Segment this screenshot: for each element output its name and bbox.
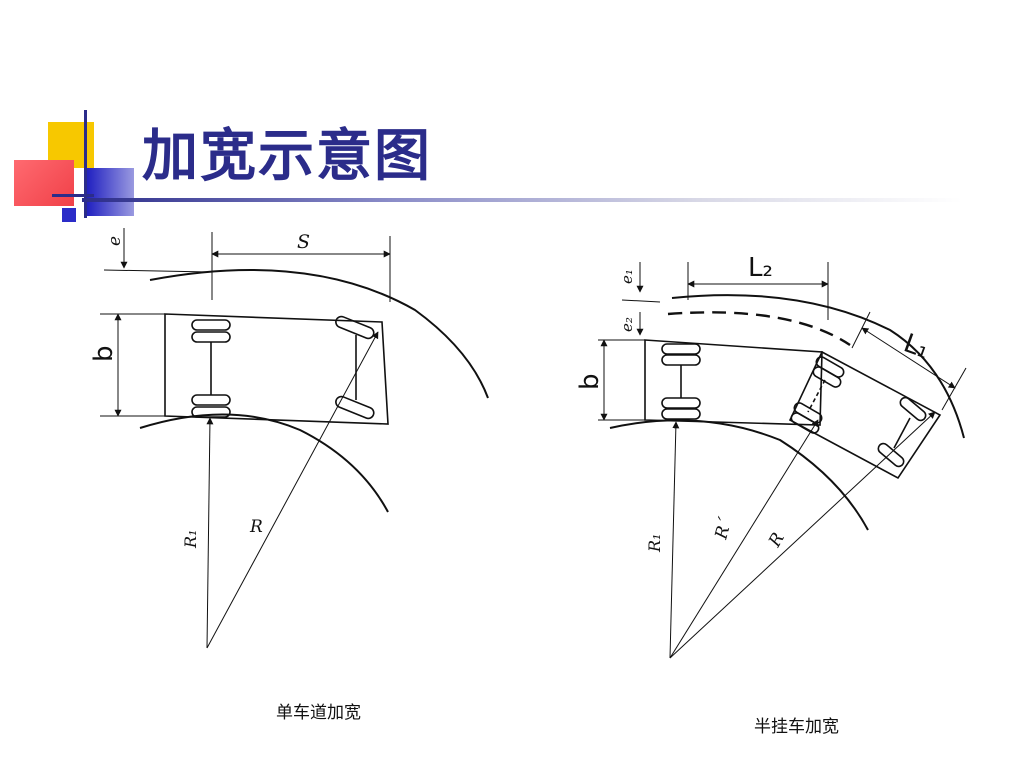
label-r-prime: R´ (711, 515, 736, 542)
left-figure (100, 228, 489, 649)
left-radius-r1 (206, 417, 214, 649)
slide-title: 加宽示意图 (142, 124, 432, 189)
left-radius-r (206, 331, 379, 649)
right-inner-road-edge (609, 419, 869, 531)
label-s: S (297, 231, 310, 253)
vertical-line-decoration (84, 110, 87, 218)
label-r-right: R (765, 529, 789, 551)
left-outer-road-edge (149, 269, 489, 399)
label-e1: e₁ (618, 269, 636, 284)
blue-small-square-decoration (62, 208, 76, 222)
right-radius-r1 (669, 421, 680, 659)
label-b-left: b (89, 345, 119, 362)
label-r1-right: R₁ (645, 534, 664, 553)
red-square-decoration (14, 160, 74, 206)
right-dashed-path (667, 311, 851, 346)
label-b-right: b (575, 373, 605, 390)
horizontal-line-decoration (52, 194, 94, 197)
left-inner-road-edge (139, 413, 389, 513)
label-e2: e₂ (618, 317, 636, 332)
left-rear-wheel-top (191, 319, 231, 331)
left-vehicle-body (164, 313, 389, 425)
right-figure (598, 262, 967, 659)
left-rear-wheel-bottom (191, 394, 231, 406)
label-r-left: R (249, 517, 263, 537)
label-l1: L₁ (900, 328, 934, 365)
blue-square-decoration (86, 168, 134, 216)
left-front-wheel-bottom (335, 395, 375, 420)
label-r1-left: R₁ (181, 530, 200, 549)
left-front-wheel-top (335, 315, 375, 340)
caption-left: 单车道加宽 (276, 703, 361, 723)
label-e: e (105, 236, 125, 246)
label-l2: L₂ (748, 253, 773, 283)
right-radius-r-prime (669, 419, 819, 659)
right-tractor-body (644, 339, 823, 426)
title-underline (82, 198, 962, 202)
right-outer-road-edge (671, 294, 965, 439)
right-trailer-body (788, 350, 942, 480)
caption-right: 半挂车加宽 (754, 717, 839, 737)
right-radius-r (669, 411, 936, 659)
